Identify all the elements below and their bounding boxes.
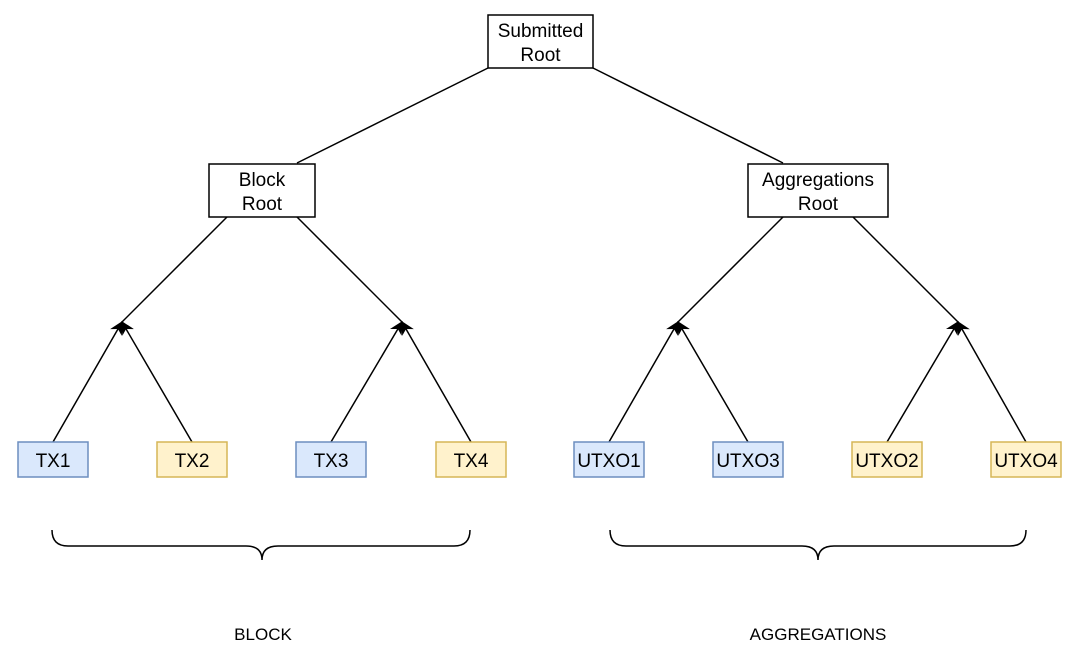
block-root-label-line2: Root: [242, 194, 283, 215]
utxo4-label: UTXO4: [994, 451, 1058, 472]
submitted-root-label-line1: Submitted: [498, 21, 584, 42]
tx1-label: TX1: [36, 451, 71, 472]
arrow-utxo4-to-junction-d: [957, 320, 1027, 443]
tx4-node: TX4: [435, 441, 507, 478]
block-root-label-line1: Block: [239, 170, 286, 191]
utxo3-label: UTXO3: [716, 451, 779, 472]
aggregations-root-label-line2: Root: [798, 194, 839, 215]
arrow-tx3-to-junction-b: [330, 320, 403, 443]
tx3-node: TX3: [295, 441, 367, 478]
edge-submitted-to-aggregations-root: [592, 67, 784, 164]
edge-block-root-to-junction-a: [121, 216, 228, 323]
aggregations-root-node: Aggregations Root: [747, 163, 889, 218]
tx2-label: TX2: [175, 451, 210, 472]
aggregations-root-label-line1: Aggregations: [762, 170, 874, 191]
arrow-tx4-to-junction-b: [401, 320, 472, 443]
arrow-utxo2-to-junction-d: [886, 320, 959, 443]
utxo2-node: UTXO2: [851, 441, 923, 478]
block-group-brace: [51, 529, 471, 561]
arrow-utxo1-to-junction-c: [608, 320, 679, 443]
utxo2-label: UTXO2: [855, 451, 918, 472]
aggregations-group-label: AGGREGATIONS: [750, 625, 887, 644]
tx3-label: TX3: [314, 451, 349, 472]
arrow-utxo3-to-junction-c: [677, 320, 749, 443]
utxo1-label: UTXO1: [577, 451, 640, 472]
edge-aggregations-root-to-junction-c: [677, 216, 784, 323]
tx2-node: TX2: [156, 441, 228, 478]
aggregations-group-brace: [609, 529, 1027, 561]
submitted-root-label-line2: Root: [520, 45, 561, 66]
edge-submitted-to-block-root: [296, 67, 489, 164]
block-group-label: BLOCK: [234, 625, 292, 644]
submitted-root-node: Submitted Root: [487, 14, 594, 69]
arrow-tx1-to-junction-a: [52, 320, 123, 443]
arrow-tx2-to-junction-a: [121, 320, 193, 443]
utxo1-node: UTXO1: [573, 441, 645, 478]
edge-aggregations-root-to-junction-d: [852, 216, 959, 323]
block-root-node: Block Root: [208, 163, 316, 218]
utxo3-node: UTXO3: [712, 441, 784, 478]
edge-block-root-to-junction-b: [296, 216, 403, 323]
tx1-node: TX1: [17, 441, 89, 478]
utxo4-node: UTXO4: [990, 441, 1062, 478]
tx4-label: TX4: [454, 451, 489, 472]
